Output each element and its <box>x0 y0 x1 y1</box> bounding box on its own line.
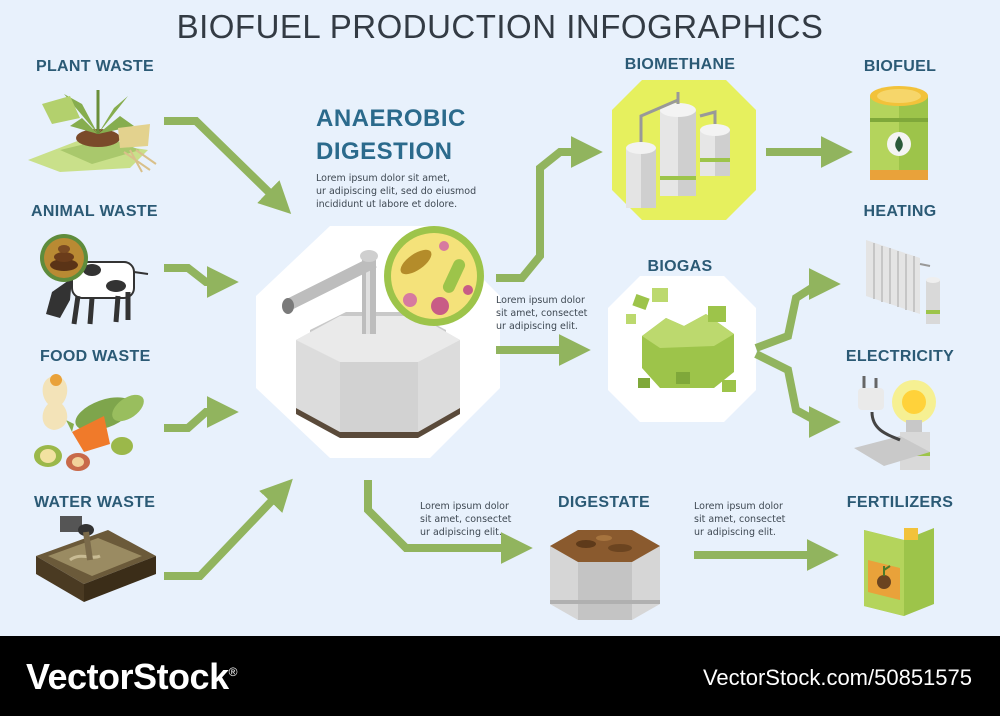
label-water-waste: WATER WASTE <box>34 494 156 511</box>
illustration-layer <box>28 80 940 620</box>
biomethane-towers-icon <box>626 92 730 208</box>
image-url: VectorStock.com/50851575 <box>702 665 972 690</box>
arrow-water <box>164 478 293 580</box>
biogas-cloud-icon <box>626 288 736 392</box>
watermark-footer: VectorStock® VectorStock.com/50851575 <box>0 636 1000 716</box>
digestion-heading: ANAEROBIC DIGESTION <box>316 102 466 168</box>
digestion-desc-line: Lorem ipsum dolor sit amet, <box>316 173 450 184</box>
arrow-to-biomethane <box>496 136 603 282</box>
digestion-desc-line: incididunt ut labore et dolore. <box>316 199 458 210</box>
note-line: sit amet, consectet <box>420 514 512 525</box>
brand-name: VectorStock <box>26 656 229 697</box>
digester-tank-icon <box>282 226 484 438</box>
arrow-to-electricity <box>754 350 841 438</box>
note-digestate-out: Lorem ipsum dolor sit amet, consectet ur… <box>694 500 785 539</box>
label-plant-waste: PLANT WASTE <box>36 58 154 75</box>
animal-waste-icon <box>40 234 149 325</box>
note-line: ur adipiscing elit. <box>420 527 502 538</box>
label-fertilizers: FERTILIZERS <box>846 494 954 511</box>
note-line: ur adipiscing elit. <box>694 527 776 538</box>
note-line: Lorem ipsum dolor <box>420 501 509 512</box>
arrow-plant <box>164 117 292 214</box>
biofuel-barrel-icon <box>870 86 928 180</box>
arrow-to-heating <box>754 268 841 352</box>
label-digestate: DIGESTATE <box>558 494 650 511</box>
page-title: BIOFUEL PRODUCTION INFOGRAPHICS <box>176 8 824 45</box>
arrow-animal <box>164 264 239 298</box>
food-waste-icon <box>34 374 144 471</box>
plant-waste-icon <box>28 90 157 173</box>
digestate-tank-icon <box>550 530 660 620</box>
electricity-bulb-icon <box>854 376 936 470</box>
flow-arrows <box>164 117 853 580</box>
label-biogas: BIOGAS <box>647 258 713 275</box>
note-line: sit amet, consectet <box>496 308 588 319</box>
arrow-food <box>164 396 239 432</box>
note-line: Lorem ipsum dolor <box>496 295 585 306</box>
heating-radiator-icon <box>866 240 940 324</box>
label-food-waste: FOOD WASTE <box>40 348 151 365</box>
label-biomethane: BIOMETHANE <box>624 56 736 73</box>
label-heating: HEATING <box>863 203 937 220</box>
digestion-heading-line2: DIGESTION <box>316 138 453 165</box>
note-biogas: Lorem ipsum dolor sit amet, consectet ur… <box>496 294 587 333</box>
note-line: Lorem ipsum dolor <box>694 501 783 512</box>
arrow-to-digestate <box>364 480 533 564</box>
fertilizer-canister-icon <box>864 528 934 616</box>
digestion-desc-line: ur adipiscing elit, sed do eiusmod <box>316 186 477 197</box>
label-animal-waste: ANIMAL WASTE <box>31 203 158 220</box>
note-line: sit amet, consectet <box>694 514 786 525</box>
label-biofuel: BIOFUEL <box>863 58 937 75</box>
registered-mark: ® <box>228 665 238 679</box>
water-waste-icon <box>36 516 156 602</box>
digestion-description: Lorem ipsum dolor sit amet, ur adipiscin… <box>316 172 476 211</box>
note-digestate-in: Lorem ipsum dolor sit amet, consectet ur… <box>420 500 511 539</box>
vectorstock-logo: VectorStock® <box>26 656 237 698</box>
note-line: ur adipiscing elit. <box>496 321 578 332</box>
digestion-heading-line1: ANAEROBIC <box>316 105 466 132</box>
infographic-canvas: BIOFUEL PRODUCTION INFOGRAPHICS PLANT WA… <box>28 8 955 620</box>
label-electricity: ELECTRICITY <box>845 348 955 365</box>
